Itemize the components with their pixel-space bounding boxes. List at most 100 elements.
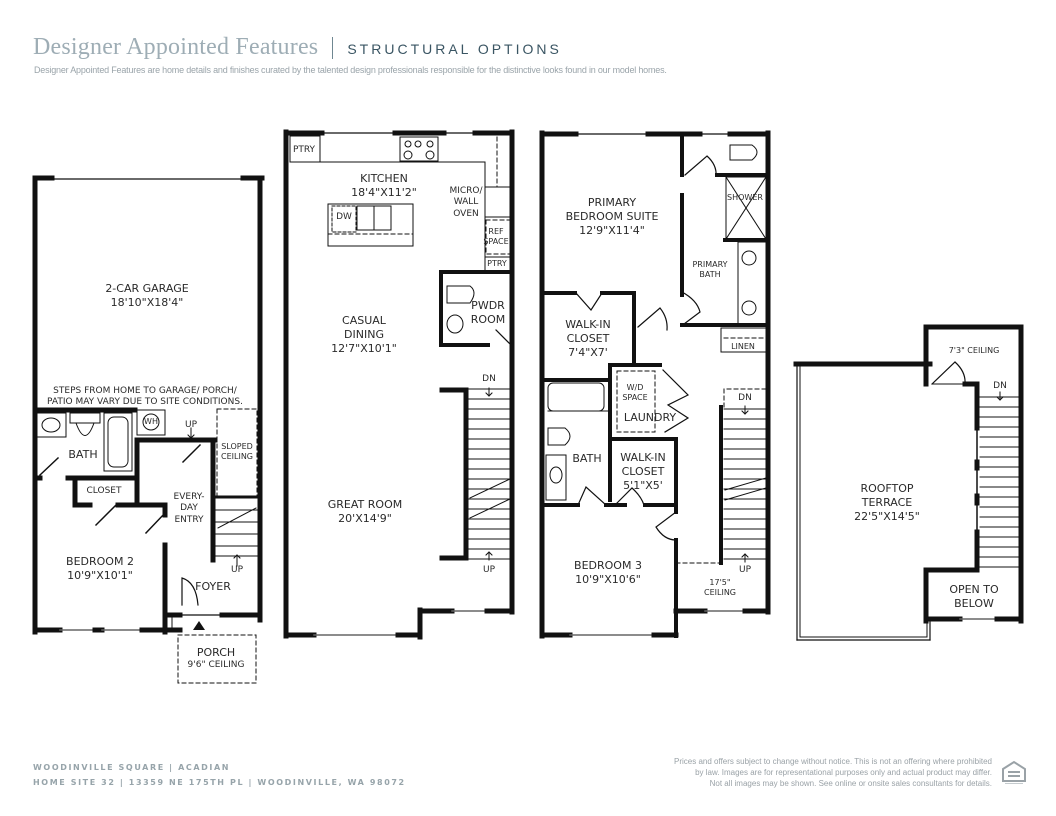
room-size: 18'10"X18'4" <box>110 295 184 309</box>
up-label: UP <box>482 565 496 575</box>
header-description: Designer Appointed Features are home det… <box>34 65 667 75</box>
shower-label: SHOWER <box>727 193 763 202</box>
linen-label: LINEN <box>731 342 755 351</box>
room-name: BEDROOM SUITE <box>565 209 659 223</box>
room-size: 20'X14'9" <box>338 511 392 525</box>
room-size: 22'5"X14'5" <box>854 509 920 523</box>
pantry-label: PTRY <box>292 145 316 155</box>
room-size: 7'4"X7' <box>568 345 608 359</box>
bedroom3-label: BEDROOM 3 10'9"X10'6" <box>574 559 642 587</box>
walk-in-closet-1-label: WALK-IN CLOSET 7'4"X7' <box>565 318 610 359</box>
laundry-label: LAUNDRY <box>623 411 677 424</box>
note-line: PATIO MAY VARY DUE TO SITE CONDITIONS. <box>47 397 243 408</box>
great-room-label: GREAT ROOM 20'X14'9" <box>328 498 402 526</box>
label-line: BELOW <box>954 596 994 610</box>
disclaimer-line: by law. Images are for representational … <box>695 768 992 777</box>
up-label: UP <box>230 565 244 575</box>
room-name: TERRACE <box>861 495 913 509</box>
foyer-label: FOYER <box>195 580 231 593</box>
floor3-plan <box>539 130 771 639</box>
label-line: SLOPED <box>221 442 253 451</box>
bath-label: BATH <box>68 448 98 461</box>
ref-space-label: REF SPACE <box>483 227 508 247</box>
label-line: W/D <box>626 383 644 392</box>
porch-label: PORCH 9'6" CEILING <box>188 646 245 671</box>
sloped-ceiling-label: SLOPED CEILING <box>221 442 253 462</box>
room-name: CASUAL <box>342 314 386 327</box>
bedroom2-label: BEDROOM 2 10'9"X10'1" <box>66 555 134 583</box>
label-line: WALL <box>453 197 479 208</box>
room-name: WALK-IN <box>565 318 611 331</box>
ceiling-height: 9'6" CEILING <box>187 659 245 670</box>
room-name: ROOFTOP <box>860 482 914 495</box>
label-line: PRIMARY <box>692 260 728 269</box>
room-size: 10'9"X10'1" <box>67 568 133 582</box>
label-line: 17'5" <box>709 578 731 587</box>
kitchen-label: KITCHEN 18'4"X11'2" <box>351 172 417 200</box>
label-line: OVEN <box>453 208 479 219</box>
water-heater-label: WH <box>144 417 158 426</box>
pantry-label: PTRY <box>487 259 507 268</box>
primary-suite-label: PRIMARY BEDROOM SUITE 12'9"X11'4" <box>566 196 659 237</box>
bath-label: BATH <box>572 452 602 465</box>
label-line: PWDR <box>471 299 505 312</box>
powder-room-label: PWDR ROOM <box>471 299 505 327</box>
label-line: CEILING <box>221 452 253 461</box>
wd-space-label: W/D SPACE <box>622 383 647 403</box>
label-line: SPACE <box>483 237 509 246</box>
label-line: ENTRY <box>174 514 204 525</box>
room-name: CLOSET <box>566 331 610 345</box>
equal-housing-logo-icon <box>1002 760 1026 784</box>
down-label: DN <box>482 374 496 384</box>
walk-in-closet-2-label: WALK-IN CLOSET 5'1"X5' <box>620 451 665 492</box>
title-divider <box>332 36 334 59</box>
label-line: EVERY- <box>173 492 205 502</box>
closet-label: CLOSET <box>86 486 122 496</box>
home-site-address: HOME SITE 32 | 13359 NE 175TH PL | WOODI… <box>33 778 406 787</box>
ceiling-height-label: 17'5" CEILING <box>704 578 736 598</box>
ceiling-height-label: 7'3" CEILING <box>948 346 1000 355</box>
everyday-entry-label: EVERY- DAY ENTRY <box>174 492 205 526</box>
site-conditions-note: STEPS FROM HOME TO GARAGE/ PORCH/ PATIO … <box>47 386 243 409</box>
garage-label: 2-CAR GARAGE 18'10"X18'4" <box>105 282 188 310</box>
micro-wall-oven-label: MICRO/ WALL OVEN <box>449 186 482 220</box>
label-line: REF <box>488 227 504 236</box>
room-size: 12'9"X11'4" <box>579 223 645 237</box>
note-line: STEPS FROM HOME TO GARAGE/ PORCH/ <box>53 386 237 396</box>
footer-disclaimer: Prices and offers subject to change with… <box>674 756 992 789</box>
down-label: DN <box>993 381 1007 391</box>
room-size: 5'1"X5' <box>623 478 663 492</box>
room-name: CLOSET <box>621 464 665 478</box>
label-line: CEILING <box>704 588 736 597</box>
room-name: BEDROOM 2 <box>66 555 134 568</box>
disclaimer-line: Prices and offers subject to change with… <box>674 757 992 766</box>
floor2-plan <box>283 129 515 640</box>
room-name: PRIMARY <box>587 196 637 209</box>
community-name: WOODINVILLE SQUARE | ACADIAN <box>33 763 231 772</box>
room-size: 10'9"X10'6" <box>575 572 641 586</box>
room-name: PORCH <box>196 646 236 659</box>
room-name: KITCHEN <box>360 172 408 185</box>
page-title: Designer Appointed Features <box>33 34 319 60</box>
room-name: BEDROOM 3 <box>574 559 642 572</box>
footer-address: WOODINVILLE SQUARE | ACADIAN HOME SITE 3… <box>33 760 406 790</box>
label-line: DAY <box>180 503 198 514</box>
disclaimer-line: Not all images may be shown. See online … <box>709 779 992 788</box>
label-line: ROOM <box>470 312 506 326</box>
open-to-below-label: OPEN TO BELOW <box>949 583 998 611</box>
room-size: 12'7"X10'1" <box>331 341 397 355</box>
floor4-plan <box>793 324 1024 641</box>
casual-dining-label: CASUAL DINING 12'7"X10'1" <box>331 314 397 355</box>
label-line: BATH <box>699 270 721 279</box>
room-name: GREAT ROOM <box>327 498 403 511</box>
rooftop-terrace-label: ROOFTOP TERRACE 22'5"X14'5" <box>854 482 920 523</box>
room-name: DINING <box>344 327 384 341</box>
room-size: 18'4"X11'2" <box>351 185 417 199</box>
label-line: SPACE <box>622 393 648 402</box>
header: Designer Appointed Features STRUCTURAL O… <box>33 34 562 61</box>
label-line: MICRO/ <box>449 186 483 196</box>
primary-bath-label: PRIMARY BATH <box>692 260 727 280</box>
up-label: UP <box>738 565 752 575</box>
room-name: 2-CAR GARAGE <box>105 282 189 295</box>
